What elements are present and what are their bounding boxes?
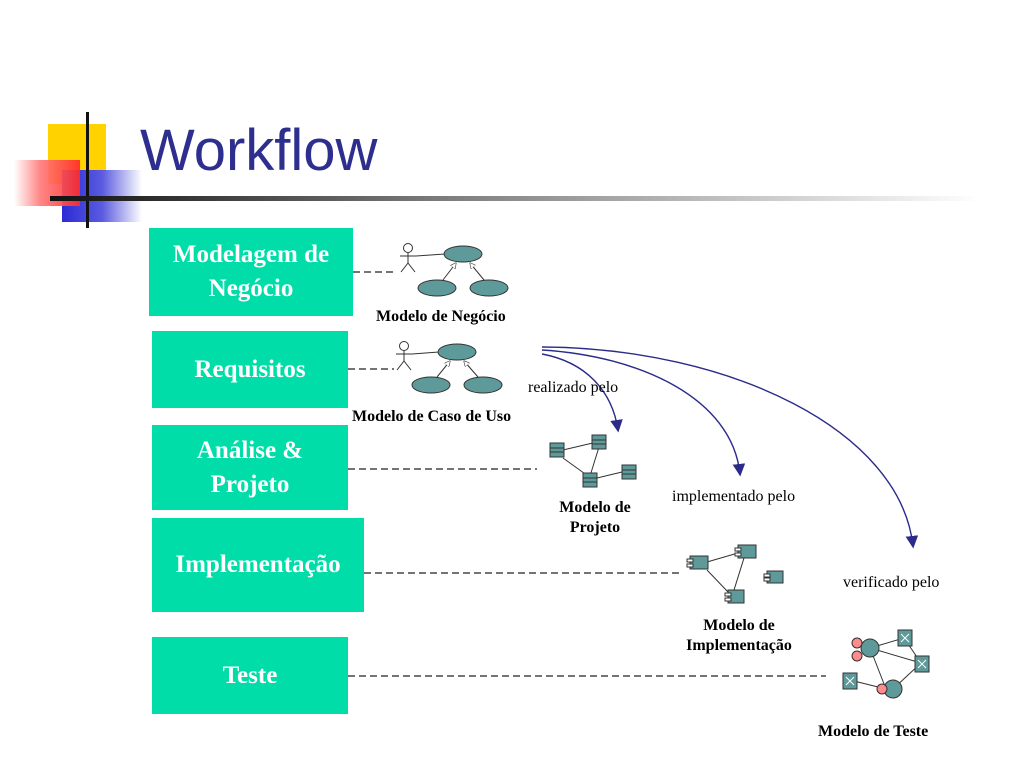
workflow-box-business-modeling: Modelagem de Negócio: [149, 228, 353, 316]
workflow-label-line: Modelagem de: [172, 241, 330, 268]
arrow-verified-by: [541, 346, 919, 549]
workflow-box-test: Teste: [152, 637, 348, 714]
implementation-model-icon: [686, 544, 784, 604]
business-model-label: Modelo de Negócio: [376, 308, 506, 325]
relation-realized-label: realizado pelo: [528, 379, 619, 396]
workflow-label-line: Requisitos: [194, 355, 306, 383]
business-model-icon: [400, 243, 509, 297]
slide-title: Workflow: [140, 118, 378, 183]
workflow-label-line: Implementação: [175, 551, 341, 578]
decoration-vertical-line: [86, 112, 89, 228]
relation-verified-label: verificado pelo: [843, 574, 940, 591]
workflow-label-line: Análise &: [196, 436, 304, 464]
design-model-label: Modelo de Projeto: [545, 498, 645, 538]
workflow-box-requirements: Requisitos: [152, 331, 348, 408]
workflow-box-implementation: Implementação: [152, 518, 364, 612]
arrow-implemented-by: [541, 349, 746, 477]
workflow-label-line: Projeto: [210, 470, 290, 498]
title-divider: [50, 196, 980, 201]
design-model-label-line: Projeto: [569, 519, 621, 536]
usecase-model-icon: [396, 341, 503, 394]
implementation-model-label-line: Modelo de: [703, 617, 775, 634]
design-model-icon: [549, 434, 637, 488]
test-model-icon: [842, 629, 930, 699]
relation-implemented-label: implementado pelo: [672, 488, 796, 505]
workflow-label-line: Teste: [222, 661, 278, 689]
implementation-model-label-line: Implementação: [686, 637, 792, 654]
test-model-label: Modelo de Teste: [818, 723, 929, 740]
usecase-model-label: Modelo de Caso de Uso: [352, 408, 512, 425]
design-model-label-line: Modelo de: [559, 499, 631, 516]
workflow-box-analysis-design: Análise & Projeto: [152, 425, 348, 510]
workflow-label-line: Negócio: [208, 275, 294, 302]
implementation-model-label: Modelo de Implementação: [670, 616, 808, 656]
arrow-realized-by: [541, 353, 623, 433]
